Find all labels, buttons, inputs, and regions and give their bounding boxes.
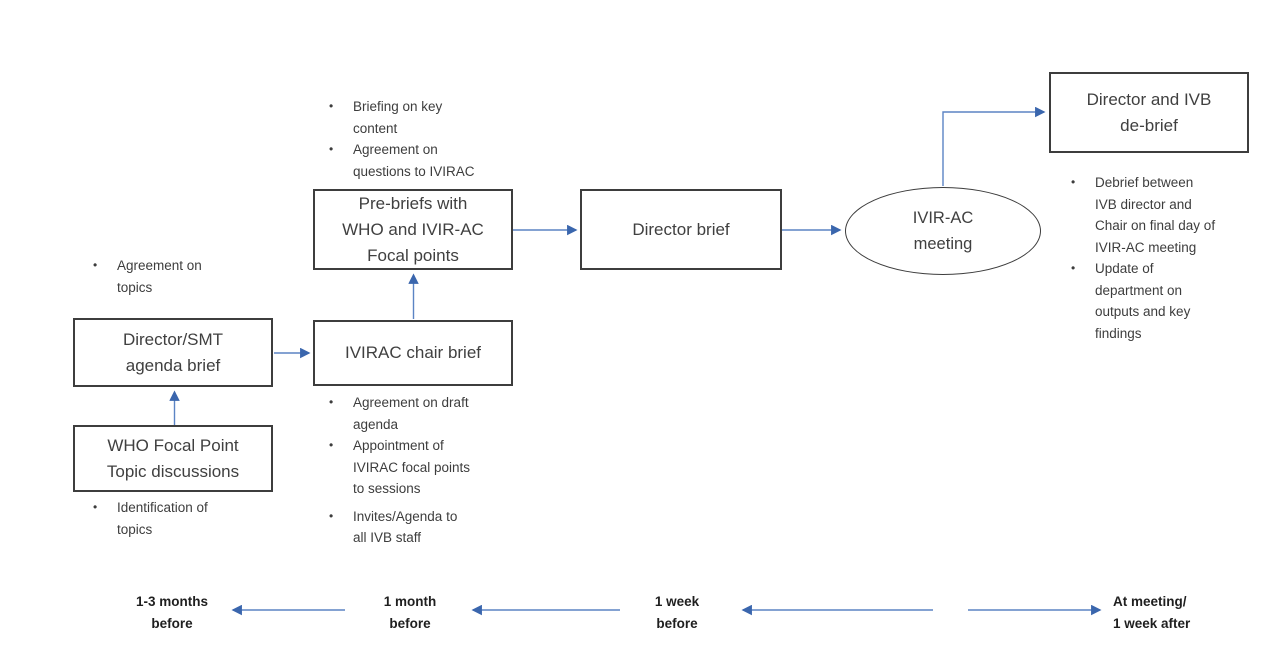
bullet-item: • Debrief between IVB director and Chair … [1068,172,1258,258]
timeline-label-1-month-before: 1 month before [383,594,437,631]
bullet-marker-icon: • [1071,261,1076,275]
bullet-text: Invites/Agenda to all IVB staff [353,508,458,546]
node-ivir-ac-meeting: IVIR-AC meeting [845,187,1041,275]
node-ivirac-chair-brief: IVIRAC chair brief [313,320,513,386]
node-director-brief: Director brief [580,189,782,270]
bullet-item: • Appointment of IVIRAC focal points to s… [326,435,526,500]
node-who-focal-point-topic-discussions: WHO Focal Point Topic discussions [73,425,273,492]
bullet-text: Agreement on questions to IVIRAC [353,142,475,179]
timeline-label-at-meeting-1-week-after: At meeting/ 1 week after [1113,594,1191,631]
bullet-marker-icon: • [329,395,334,409]
arrow-meeting-to-debrief [942,106,1046,186]
bullet-item: • Agreement on topics [90,255,260,298]
note-pre-brief-details: • Briefing on key content • Agreement on qu… [326,96,516,182]
bullet-marker-icon: • [93,500,98,514]
note-agreement-on-topics: • Agreement on topics [90,255,260,298]
node-director-smt-agenda-brief: Director/SMT agenda brief [73,318,273,387]
bullet-item: • Update of department on outputs and key… [1068,258,1258,344]
bullet-text: Identification of topics [117,500,208,537]
bullet-item: • Agreement on questions to IVIRAC [326,139,516,182]
note-chair-brief-details: • Agreement on draft agenda • Appointment o… [326,392,526,549]
bullet-marker-icon: • [93,258,98,272]
node-pre-briefs-focal-points: Pre-briefs with WHO and IVIR-AC Focal po… [313,189,513,270]
bullet-marker-icon: • [329,508,334,523]
bullet-item: • Agreement on draft agenda [326,392,526,435]
note-identification-of-topics: • Identification of topics [90,497,270,540]
bullet-text: Agreement on draft agenda [353,395,469,432]
bullet-text: Debrief between IVB director and Chair o… [1095,175,1216,255]
bullet-text: Briefing on key content [353,99,443,136]
bullet-text: Appointment of IVIRAC focal points to se… [353,438,471,496]
timeline-label-1-3-months-before: 1-3 months before [135,594,208,631]
timeline-label-1-week-before: 1 week before [654,594,700,631]
bullet-marker-icon: • [329,142,334,156]
bullet-item: • Invites/Agenda to all IVB staff [326,506,526,549]
bullet-marker-icon: • [1071,175,1076,189]
bullet-text: Update of department on outputs and key … [1095,261,1191,341]
node-director-ivb-debrief: Director and IVB de-brief [1049,72,1249,153]
bullet-text: Agreement on topics [117,258,202,295]
bullet-item: • Identification of topics [90,497,270,540]
bullet-marker-icon: • [329,99,334,113]
bullet-marker-icon: • [329,438,334,452]
bullet-item: • Briefing on key content [326,96,516,139]
note-debrief-details: • Debrief between IVB director and Chair … [1068,172,1258,344]
